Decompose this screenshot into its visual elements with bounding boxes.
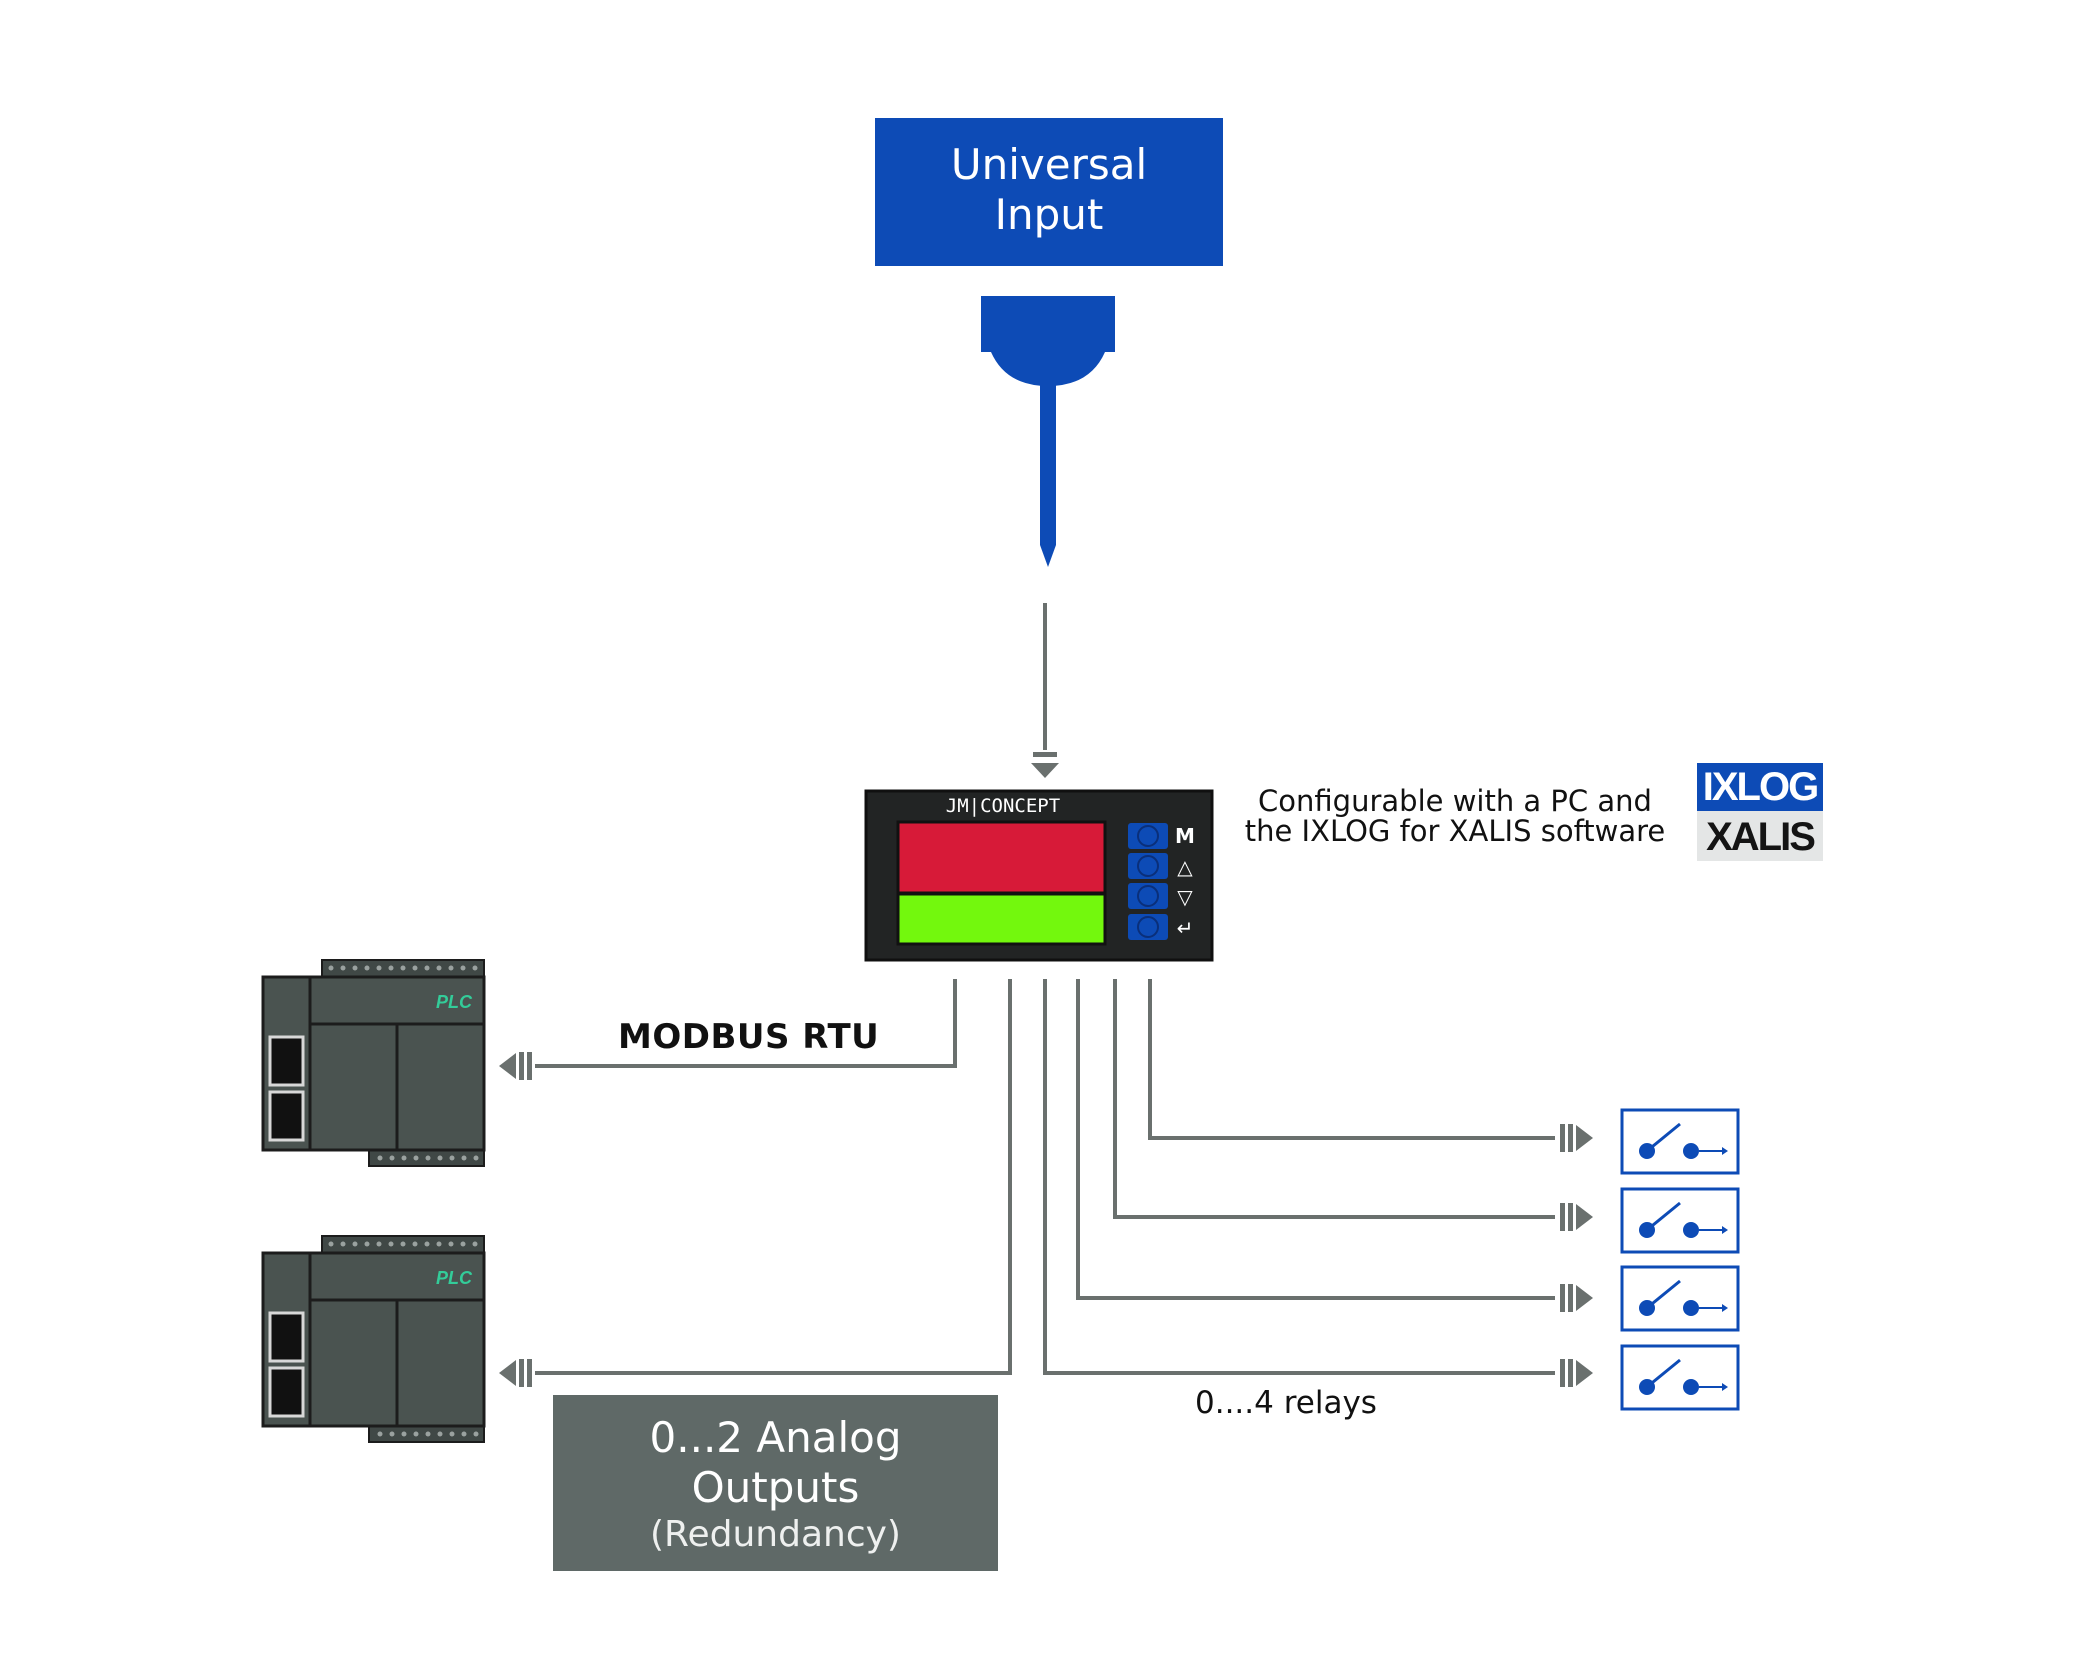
- analog-outputs-line2: Outputs: [691, 1463, 860, 1512]
- relay-wire-2: [1113, 979, 1555, 1219]
- modbus-label: MODBUS RTU: [618, 1017, 880, 1057]
- input-wire: [1031, 603, 1059, 778]
- config-note-line1: Configurable with a PC and: [1258, 784, 1652, 818]
- device-button-enter-icon: [1128, 914, 1168, 940]
- relay-arrow-1-icon: [1560, 1124, 1593, 1152]
- universal-input-title: Universal Input: [875, 140, 1223, 240]
- relays-label: 0....4 relays: [1195, 1385, 1377, 1421]
- device-button-up-label: △: [1177, 855, 1193, 879]
- plc-2-icon: PLC: [261, 1235, 486, 1443]
- ixlog-logo: IXLOG: [1697, 763, 1823, 811]
- plc-1-label: PLC: [436, 992, 473, 1012]
- modbus-arrow-icon: [499, 1052, 532, 1080]
- relay-arrow-4-icon: [1560, 1359, 1593, 1387]
- config-note: Configurable with a PC and the IXLOG for…: [1235, 786, 1675, 846]
- panel-meter-device: [864, 789, 1214, 962]
- device-button-m-icon: [1128, 823, 1168, 849]
- analog-outputs-box: 0...2 Analog Outputs (Redundancy): [553, 1395, 998, 1571]
- analog-outputs-title: 0...2 Analog Outputs: [553, 1413, 998, 1513]
- relay-arrow-2-icon: [1560, 1203, 1593, 1231]
- device-brand: JM|CONCEPT: [946, 795, 1060, 817]
- upper-display: [896, 820, 1107, 895]
- config-note-line2: the IXLOG for XALIS software: [1244, 814, 1666, 848]
- relay-switch-2-icon: [1620, 1187, 1740, 1254]
- relay-switch-3-icon: [1620, 1265, 1740, 1332]
- analog-outputs-line3: (Redundancy): [650, 1514, 901, 1555]
- plc-1-icon: PLC: [261, 959, 486, 1167]
- universal-input-line2: Input: [994, 190, 1104, 239]
- device-button-down-icon: [1128, 883, 1168, 909]
- sensor-probe-icon: [981, 296, 1115, 567]
- lower-display: [896, 892, 1107, 946]
- device-button-enter-label: ↵: [1177, 916, 1194, 940]
- device-button-up-icon: [1128, 853, 1168, 879]
- plc-2-label: PLC: [436, 1268, 473, 1288]
- analog-wire: [535, 979, 1012, 1375]
- relay-switch-4-icon: [1620, 1344, 1740, 1411]
- device-button-down-label: ▽: [1177, 885, 1193, 909]
- analog-arrow-icon: [499, 1359, 532, 1387]
- device-button-m-label: M: [1175, 824, 1195, 848]
- modbus-wire: [535, 979, 957, 1068]
- relay-wire-3: [1076, 979, 1555, 1300]
- relay-arrow-3-icon: [1560, 1284, 1593, 1312]
- xalis-logo: XALIS: [1697, 811, 1823, 861]
- universal-input-box: Universal Input: [875, 118, 1223, 266]
- analog-outputs-line1: 0...2 Analog: [649, 1413, 902, 1462]
- relay-wire-4: [1043, 979, 1555, 1375]
- universal-input-line1: Universal: [950, 140, 1148, 189]
- relay-switch-1-icon: [1620, 1108, 1740, 1175]
- output-wires: [535, 979, 1555, 1375]
- relay-wire-1: [1148, 979, 1555, 1140]
